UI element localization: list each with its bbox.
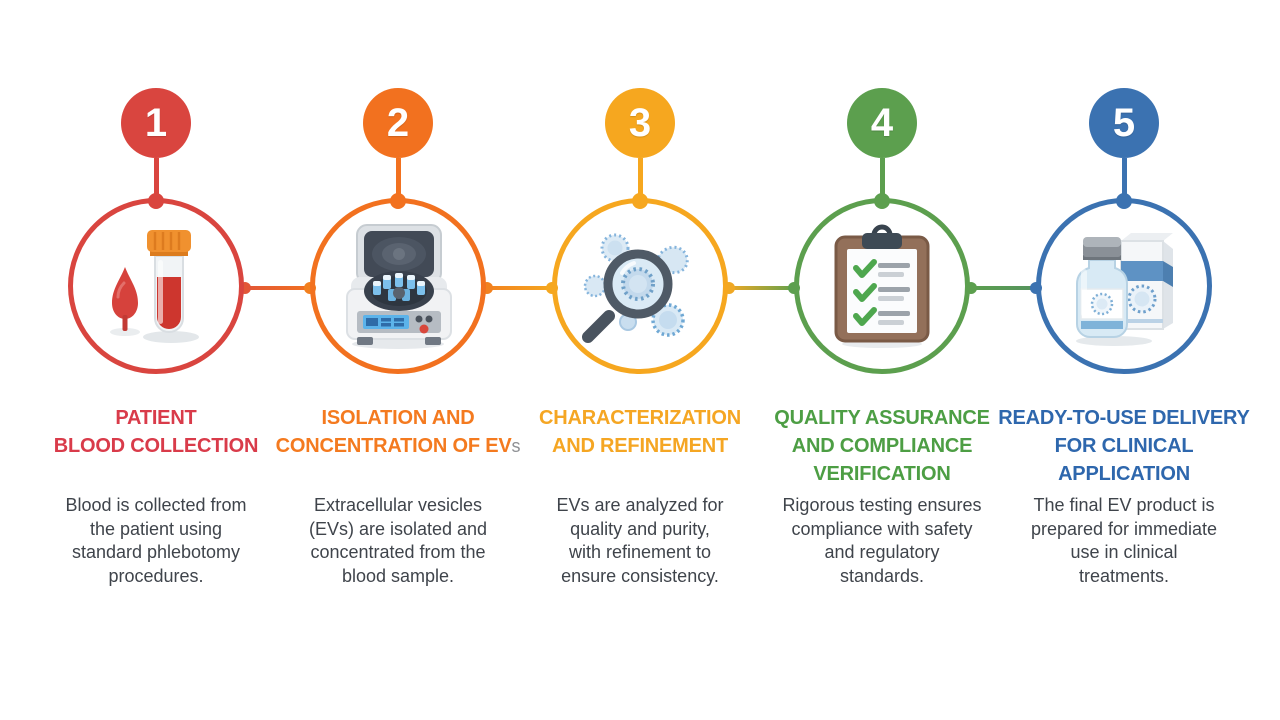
description-line: Extracellular vesicles bbox=[313, 495, 483, 515]
step-title: QUALITY ASSURANCE AND COMPLIANCE VERIFIC… bbox=[774, 404, 990, 488]
description-line: standards. bbox=[839, 565, 925, 586]
sample-tubes bbox=[373, 273, 425, 301]
product-box bbox=[1120, 233, 1173, 330]
description-line: use in clinical bbox=[1070, 542, 1178, 562]
checklist-rows bbox=[853, 259, 910, 326]
blood-collection-icon bbox=[110, 230, 199, 343]
step-title: CHARACTERIZATION AND REFINEMENT bbox=[539, 404, 741, 488]
step-number-badge: 5 bbox=[1089, 88, 1159, 158]
badge-stem bbox=[1121, 158, 1127, 198]
badge-stem bbox=[637, 158, 643, 198]
step-description: Blood is collected from the patient usin… bbox=[65, 494, 246, 588]
step-icon-circle bbox=[68, 193, 244, 374]
description-line: compliance with safety bbox=[791, 518, 973, 539]
step-number: 5 bbox=[1112, 101, 1136, 145]
title-line: BLOOD COLLECTION bbox=[53, 435, 259, 457]
connector-line-1-2 bbox=[239, 282, 316, 294]
step-description: Extracellular vesicles (EVs) are isolate… bbox=[309, 494, 487, 588]
title-line: ISOLATION AND bbox=[321, 407, 475, 429]
stem-junction-dot bbox=[148, 193, 164, 209]
stem-junction-dot bbox=[874, 193, 890, 209]
magnifier-vesicles-icon bbox=[582, 233, 689, 343]
title-suffix: s bbox=[511, 436, 521, 456]
badge-stem bbox=[153, 158, 159, 198]
step-icon-circle bbox=[552, 193, 728, 374]
badge-stem bbox=[879, 158, 885, 198]
connector-line-3-4 bbox=[723, 282, 800, 294]
description-line: Rigorous testing ensures bbox=[782, 495, 982, 515]
description-line: The final EV product is bbox=[1033, 495, 1215, 515]
title-line: PATIENT bbox=[115, 407, 197, 429]
description-line: Blood is collected from bbox=[65, 495, 247, 515]
title-line: CONCENTRATION OF EVs bbox=[275, 435, 521, 457]
description-line: quality and purity, bbox=[570, 518, 710, 539]
title-line: VERIFICATION bbox=[813, 463, 951, 485]
description-line: with refinement to bbox=[568, 542, 712, 562]
step-column-2: 2 bbox=[276, 88, 521, 588]
step-icon-circle bbox=[794, 193, 970, 374]
step-column-1: 1 bbox=[35, 88, 277, 588]
connector-line-2-3 bbox=[481, 282, 558, 294]
description-line: treatments. bbox=[1078, 565, 1170, 586]
vial-box-icon bbox=[1076, 233, 1173, 346]
step-column-4: 4 bbox=[761, 88, 1003, 588]
step-description: Rigorous testing ensures compliance with… bbox=[782, 494, 981, 588]
title-line: READY-TO-USE DELIVERY bbox=[998, 407, 1250, 429]
step-title: ISOLATION AND CONCENTRATION OF EVs bbox=[276, 404, 521, 488]
stem-junction-dot bbox=[390, 193, 406, 209]
title-line: QUALITY ASSURANCE bbox=[774, 407, 990, 429]
title-line: AND COMPLIANCE bbox=[791, 435, 973, 457]
step-column-5: 5 bbox=[998, 88, 1250, 588]
stem-junction-dot bbox=[632, 193, 648, 209]
steps-row: 1 bbox=[35, 88, 1250, 588]
step-number-badge: 4 bbox=[847, 88, 917, 158]
description-line: prepared for immediate bbox=[1030, 518, 1218, 539]
title-line: FOR CLINICAL bbox=[1054, 435, 1194, 457]
description-line: blood sample. bbox=[341, 565, 455, 586]
centrifuge-icon bbox=[346, 224, 452, 349]
clipboard-checklist-icon bbox=[834, 224, 930, 348]
vesicles bbox=[583, 233, 689, 337]
step-description: The final EV product is prepared for imm… bbox=[1031, 494, 1217, 588]
badge-stem bbox=[395, 158, 401, 198]
step-description: EVs are analyzed for quality and purity,… bbox=[556, 494, 723, 588]
title-line: CHARACTERIZATION bbox=[539, 407, 741, 429]
magnifying-glass bbox=[582, 249, 673, 343]
blood-drop bbox=[112, 267, 138, 331]
step-number: 2 bbox=[386, 101, 410, 145]
step-icon-circle bbox=[310, 193, 486, 374]
step-number-badge: 1 bbox=[121, 88, 191, 158]
step-number-badge: 2 bbox=[363, 88, 433, 158]
title-line: APPLICATION bbox=[1058, 463, 1190, 485]
step-number-badge: 3 bbox=[605, 88, 675, 158]
blood-test-tube bbox=[147, 230, 191, 333]
centrifuge-lid bbox=[356, 224, 442, 284]
step-column-3: 3 bbox=[519, 88, 761, 588]
description-line: the patient using bbox=[89, 518, 223, 539]
step-title: PATIENT BLOOD COLLECTION bbox=[54, 404, 259, 488]
connector-line-4-5 bbox=[965, 282, 1042, 294]
control-panel bbox=[357, 311, 441, 334]
description-line: procedures. bbox=[108, 565, 204, 586]
step-number: 3 bbox=[628, 101, 652, 145]
description-line: (EVs) are isolated and bbox=[308, 518, 488, 539]
step-number: 1 bbox=[144, 101, 168, 145]
description-line: standard phlebotomy bbox=[71, 542, 241, 562]
step-number: 4 bbox=[870, 101, 894, 145]
description-line: concentrated from the bbox=[310, 542, 486, 562]
stem-junction-dot bbox=[1116, 193, 1132, 209]
title-line: AND REFINEMENT bbox=[551, 435, 729, 457]
description-line: and regulatory bbox=[824, 542, 940, 562]
medicine-vial bbox=[1076, 237, 1128, 338]
description-line: EVs are analyzed for bbox=[556, 495, 724, 515]
step-title: READY-TO-USE DELIVERY FOR CLINICAL APPLI… bbox=[998, 404, 1250, 488]
description-line: ensure consistency. bbox=[561, 565, 719, 586]
step-icon-circle bbox=[1036, 193, 1212, 374]
